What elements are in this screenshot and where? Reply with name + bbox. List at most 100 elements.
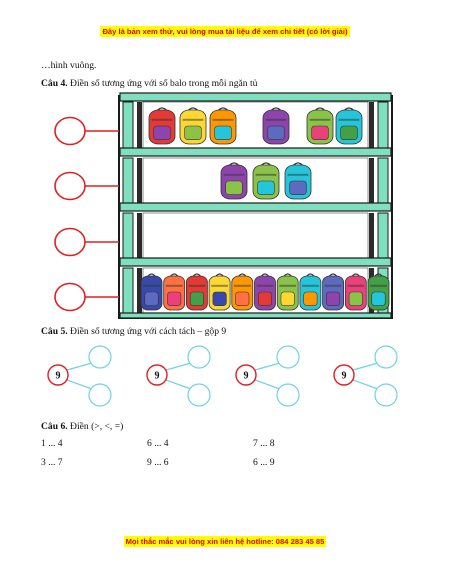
- shelf-ledge: [119, 257, 392, 267]
- backpack-zipper: [279, 284, 297, 287]
- backpack-pocket: [348, 291, 363, 306]
- backpack-icon: [208, 273, 231, 311]
- split-diagram: 9: [235, 345, 300, 407]
- backpack-zipper: [182, 118, 204, 121]
- comparison-item: 6 ... 4: [147, 438, 169, 449]
- backpack-icon: [185, 273, 208, 311]
- backpack-pocket: [167, 291, 182, 306]
- comparison-item: 9 ... 6: [147, 457, 169, 468]
- comparison-item: 7 ... 8: [253, 438, 275, 449]
- backpack-pocket: [153, 125, 171, 140]
- part-circle: [88, 345, 112, 369]
- split-branch: [165, 362, 192, 371]
- split-diagram: 9: [333, 345, 398, 407]
- split-diagram: 9: [47, 345, 112, 407]
- part-circle: [374, 345, 398, 369]
- backpack-icon: [231, 273, 254, 311]
- backpack-zipper: [324, 284, 342, 287]
- backpack-pocket: [340, 125, 358, 140]
- backpack-pocket: [326, 291, 341, 306]
- comparison-item: 3 ... 7: [41, 457, 63, 468]
- center-circle: [333, 364, 355, 386]
- center-value: 9: [56, 371, 61, 382]
- backpack-zipper: [309, 118, 331, 121]
- backpack-icon: [322, 273, 345, 311]
- backpack-zipper: [265, 118, 287, 121]
- center-circle: [146, 364, 168, 386]
- question-text: Điền số tương ứng với số balo trong mỗi …: [67, 78, 258, 89]
- backpack-pocket: [184, 125, 202, 140]
- backpack-pocket: [303, 291, 318, 306]
- backpack-zipper: [151, 118, 173, 121]
- question-text: Điền (>, <, =): [67, 421, 124, 432]
- backpack-icon: [306, 107, 334, 145]
- comparison-item: 1 ... 4: [41, 438, 63, 449]
- backpack-icon: [179, 107, 207, 145]
- question-number: Câu 6.: [41, 421, 68, 432]
- backpack-zipper: [338, 118, 360, 121]
- backpack-icon: [209, 107, 237, 145]
- backpack-zipper: [255, 173, 277, 176]
- backpack-icon: [252, 162, 280, 200]
- backpack-icon: [299, 273, 322, 311]
- question-4-title: Câu 4. Điền số tương ứng với số balo tro…: [41, 78, 257, 89]
- split-branch: [254, 379, 281, 390]
- preview-banner: Đây là bản xem thử, vui lòng mua tài liệ…: [100, 26, 350, 37]
- backpack-icon: [367, 273, 390, 311]
- backpack-pocket: [289, 180, 307, 195]
- shelf-upright: [137, 158, 142, 203]
- center-value: 9: [155, 371, 160, 382]
- backpack-icon: [140, 273, 163, 311]
- backpack-zipper: [302, 284, 319, 287]
- split-branch: [254, 362, 281, 371]
- shelf-upright: [369, 213, 374, 258]
- question-number: Câu 4.: [41, 78, 68, 89]
- shelf-upright: [137, 268, 142, 314]
- split-branch: [66, 379, 93, 390]
- hotline-banner: Mọi thắc mắc vui lòng xin liên hệ hotlin…: [123, 536, 327, 547]
- center-circle: [47, 364, 69, 386]
- question-text: Điền số tương ứng với cách tách – gộp 9: [67, 326, 227, 337]
- center-value: 9: [342, 371, 347, 382]
- part-circle: [187, 383, 211, 407]
- backpack-zipper: [347, 284, 365, 287]
- split-branch: [352, 379, 379, 390]
- backpack-pocket: [144, 291, 159, 306]
- backpack-zipper: [211, 284, 228, 287]
- split-branch: [165, 379, 192, 390]
- backpack-icon: [163, 273, 186, 311]
- backpack-pocket: [225, 180, 243, 195]
- split-diagram: 9: [146, 345, 211, 407]
- backpack-pocket: [189, 291, 204, 306]
- shelf-upright: [369, 158, 374, 203]
- backpack-icon: [284, 162, 312, 200]
- backpack-pocket: [212, 291, 227, 306]
- backpack-pocket: [280, 291, 295, 306]
- part-circle: [276, 383, 300, 407]
- backpack-pocket: [235, 291, 250, 306]
- part-circle: [187, 345, 211, 369]
- backpack-zipper: [188, 284, 206, 287]
- center-circle: [235, 364, 257, 386]
- split-branch: [66, 362, 93, 371]
- backpack-icon: [220, 162, 248, 200]
- part-circle: [374, 383, 398, 407]
- backpack-zipper: [287, 173, 309, 176]
- backpack-pocket: [371, 291, 386, 306]
- backpack-pocket: [267, 125, 285, 140]
- backpack-zipper: [143, 284, 160, 287]
- question-5-title: Câu 5. Điền số tương ứng với cách tách –…: [41, 326, 226, 337]
- shelf-upright: [137, 213, 142, 258]
- shelf-back-wall: [142, 212, 369, 259]
- intro-text: …hình vuông.: [41, 60, 97, 71]
- backpack-icon: [335, 107, 363, 145]
- center-value: 9: [244, 371, 249, 382]
- question-6-title: Câu 6. Điền (>, <, =): [41, 421, 123, 432]
- backpack-zipper: [223, 173, 245, 176]
- split-branch: [352, 362, 379, 371]
- part-circle: [276, 345, 300, 369]
- backpack-icon: [276, 273, 299, 311]
- backpack-pocket: [257, 291, 273, 306]
